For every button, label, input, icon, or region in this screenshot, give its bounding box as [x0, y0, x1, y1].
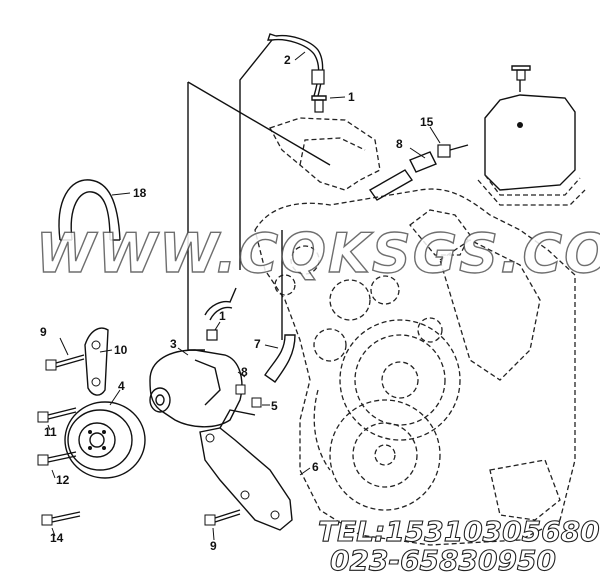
belt-18: [58, 179, 121, 241]
watermark-site: WWW.CQKSGS.COM: [36, 222, 600, 285]
label-11: 11: [44, 425, 57, 439]
label-2: 2: [284, 53, 291, 67]
label-5: 5: [271, 399, 278, 413]
label-12: 12: [56, 473, 70, 487]
belt-guard-10: [84, 327, 109, 396]
water-pump-3: [149, 287, 243, 428]
label-1b: 1: [219, 309, 226, 323]
label-1a: 1: [348, 90, 355, 104]
label-7: 7: [254, 337, 261, 351]
label-6: 6: [312, 460, 319, 474]
hose-7: [264, 334, 296, 383]
top-bracket: [269, 95, 381, 191]
fitting-15: [437, 144, 469, 158]
label-10: 10: [114, 343, 128, 357]
connector-8: [368, 151, 437, 201]
label-14: 14: [50, 531, 64, 545]
label-18: 18: [133, 186, 147, 200]
label-3: 3: [170, 337, 177, 351]
label-8b: 8: [241, 365, 248, 379]
label-15: 15: [420, 115, 434, 129]
leader-lines: [187, 39, 331, 351]
label-9b: 9: [210, 539, 217, 553]
pulley-4: [64, 401, 146, 479]
valve-cover: [477, 65, 586, 206]
label-4: 4: [118, 379, 125, 393]
upper-hose: [267, 33, 325, 97]
engine-block: [254, 188, 576, 546]
label-9a: 9: [40, 325, 47, 339]
label-8a: 8: [396, 137, 403, 151]
watermark-phone: 023-65830950: [330, 544, 556, 577]
bracket-6: [199, 409, 293, 531]
watermark-tel: TEL:15310305680: [318, 515, 600, 548]
bolts: [37, 354, 262, 526]
label-leaders: [47, 51, 441, 541]
